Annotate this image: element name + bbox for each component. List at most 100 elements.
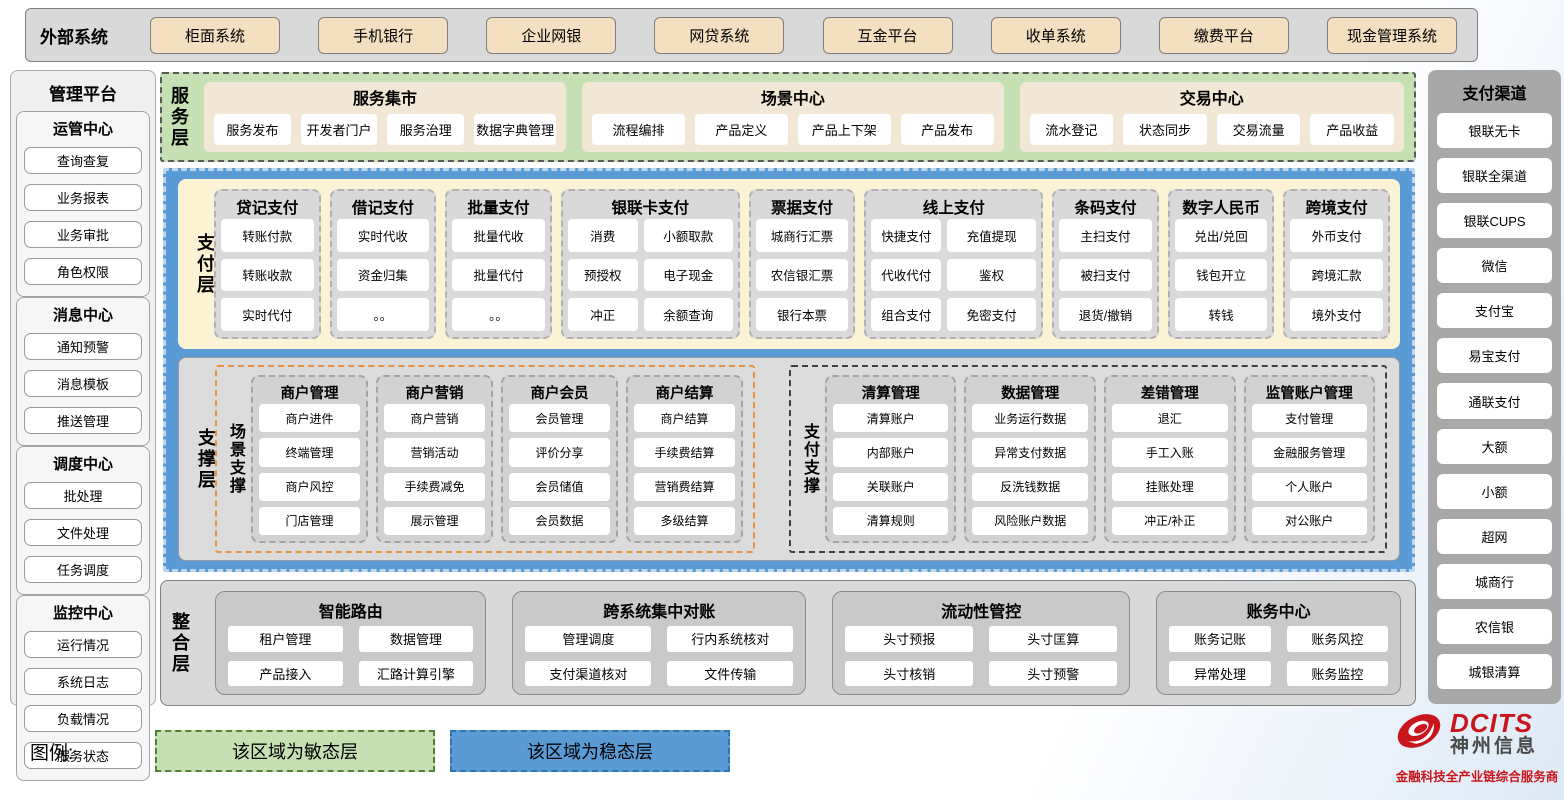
integration-module-chip: 行内系统核对	[667, 626, 794, 652]
external-system-chip: 现金管理系统	[1326, 16, 1457, 54]
mgmt-section-title: 运管中心	[52, 121, 113, 138]
payment-channel-chip: 大额	[1437, 428, 1552, 464]
external-system-chip: 收单系统	[990, 16, 1121, 54]
payment-module-chip: 代收代付	[871, 258, 942, 292]
payment-column-title: 借记支付	[351, 200, 414, 217]
support-module-chip: 对公账户	[1251, 506, 1368, 535]
payment-module-chip: 批量代收	[452, 219, 545, 252]
support-module-chip: 评价分享	[509, 438, 610, 467]
service-module-chip: 开发者门户	[300, 114, 378, 145]
support-module-chip: 营销活动	[384, 438, 485, 467]
payment-channel-chip: 小额	[1437, 473, 1552, 509]
payment-column: 跨境支付外币支付跨境汇款境外支付	[1283, 189, 1390, 339]
support-module-chip: 个人账户	[1251, 472, 1368, 501]
support-module-chip: 会员数据	[509, 506, 610, 535]
integration-group: 智能路由租户管理数据管理产品接入汇路计算引擎	[215, 591, 487, 695]
payment-module-chip: 主扫支付	[1059, 219, 1152, 252]
integration-module-chip: 文件传输	[667, 660, 794, 686]
integration-module-chip: 账务记账	[1169, 626, 1271, 652]
integration-group-title: 账务中心	[1246, 604, 1311, 621]
mgmt-section[interactable]: 运管中心查询查复业务报表业务审批角色权限	[16, 111, 150, 297]
mgmt-module-chip: 文件处理	[24, 519, 142, 546]
support-column-items: 业务运行数据异常支付数据反洗钱数据风险账户数据	[972, 404, 1088, 535]
support-module-chip: 反洗钱数据	[972, 472, 1088, 501]
service-module-chip: 产品收益	[1310, 114, 1394, 145]
support-module-chip: 商户结算	[634, 404, 735, 433]
integration-group-items: 管理调度行内系统核对支付渠道核对文件传输	[525, 626, 794, 686]
payment-column: 票据支付城商行汇票农信银汇票银行本票	[748, 189, 856, 339]
external-system-chip: 柜面系统	[150, 16, 280, 54]
mgmt-module-chip: 通知预警	[24, 333, 142, 360]
payment-column-title: 条码支付	[1074, 200, 1137, 217]
support-groups: 场景支撑商户管理商户进件终端管理商户风控门店管理商户营销商户营销营销活动手续费减…	[215, 365, 1393, 553]
support-column: 差错管理退汇手工入账挂账处理冲正/补正	[1104, 375, 1236, 543]
payment-module-chip: 退货/撤销	[1059, 298, 1152, 331]
service-module-chip: 服务发布	[214, 114, 291, 145]
support-column-items: 商户结算手续费结算营销费结算多级结算	[634, 404, 735, 535]
payment-layer-label: 支付层	[195, 232, 215, 296]
payment-channel-chip: 微信	[1437, 248, 1552, 284]
integration-module-chip: 租户管理	[228, 626, 343, 652]
payment-module-chip: 钱包开立	[1174, 258, 1268, 292]
payment-module-chip: 充值提现	[947, 219, 1037, 252]
support-module-chip: 冲正/补正	[1112, 506, 1228, 535]
integration-module-chip: 头寸预报	[845, 626, 974, 652]
service-module-chip: 状态同步	[1123, 114, 1207, 145]
support-module-chip: 手工入账	[1112, 438, 1228, 467]
mgmt-module-chip: 业务审批	[24, 221, 142, 248]
mgmt-section[interactable]: 消息中心通知预警消息模板推送管理	[16, 297, 150, 446]
mgmt-module-chip: 负载情况	[24, 705, 142, 732]
payment-column-title: 数字人民币	[1182, 200, 1260, 217]
payment-module-chip: 外币支付	[1290, 219, 1383, 252]
service-group: 服务集市服务发布开发者门户服务治理数据字典管理	[204, 82, 567, 152]
payment-channel-chip: 支付宝	[1437, 293, 1552, 329]
payment-column-title: 跨境支付	[1305, 200, 1368, 217]
support-module-chip: 展示管理	[384, 506, 485, 535]
logo-company-name: 神州信息	[1450, 736, 1539, 758]
service-group: 场景中心流程编排产品定义产品上下架产品发布	[582, 82, 1004, 152]
integration-module-chip: 管理调度	[525, 626, 652, 652]
support-group-label: 场景支撑	[227, 423, 244, 495]
mgmt-section-title: 调度中心	[52, 456, 113, 473]
payment-channels-title: 支付渠道	[1462, 86, 1527, 103]
service-group-items: 流水登记状态同步交易流量产品收益	[1029, 114, 1394, 145]
integration-module-chip: 异常处理	[1169, 660, 1271, 686]
payment-module-chip: 跨境汇款	[1290, 258, 1383, 292]
payment-module-chip: 电子现金	[643, 258, 733, 292]
support-group: 支付支撑清算管理清算账户内部账户关联账户清算规则数据管理业务运行数据异常支付数据…	[788, 365, 1387, 553]
payment-module-chip: 实时代付	[221, 298, 314, 331]
support-column-items: 会员管理评价分享会员储值会员数据	[509, 404, 610, 535]
payment-module-chip: 转钱	[1174, 298, 1268, 331]
payment-module-chip: 免密支付	[947, 298, 1037, 331]
company-logo: DCITS 神州信息 金融科技全产业链综合服务商	[1392, 704, 1562, 785]
support-column-title: 商户营销	[405, 386, 464, 402]
payment-column-title: 批量支付	[467, 200, 530, 217]
payment-module-chip: 组合支付	[871, 298, 942, 331]
external-systems-bar: 外部系统 柜面系统手机银行企业网银网贷系统互金平台收单系统缴费平台现金管理系统	[25, 8, 1478, 62]
mgmt-module-chip: 查询查复	[24, 147, 142, 174]
support-module-chip: 关联账户	[832, 472, 949, 501]
support-module-chip: 挂账处理	[1112, 472, 1228, 501]
external-system-chip: 互金平台	[822, 16, 953, 54]
support-module-chip: 清算账户	[832, 404, 949, 433]
legend-item: 该区域为敏态层	[155, 730, 435, 772]
payment-column-items: 消费小额取款预授权电子现金冲正余额查询	[567, 219, 733, 331]
service-group-title: 服务集市	[353, 91, 418, 108]
service-layer-label: 服务层	[169, 85, 189, 149]
payment-column-items: 外币支付跨境汇款境外支付	[1290, 219, 1383, 331]
payment-channel-chip: 易宝支付	[1437, 338, 1552, 374]
payment-module-chip: 银行本票	[755, 298, 849, 331]
mgmt-section[interactable]: 监控中心运行情况系统日志负载情况服务状态	[16, 595, 150, 781]
payment-columns: 贷记支付转账付款转账收款实时代付借记支付实时代收资金归集。。批量支付批量代收批量…	[214, 189, 1394, 339]
integration-module-chip: 汇路计算引擎	[358, 660, 474, 686]
payment-module-chip: 被扫支付	[1059, 258, 1152, 292]
mgmt-module-chip: 消息模板	[24, 370, 142, 397]
support-module-chip: 风险账户数据	[972, 506, 1088, 535]
payment-module-chip: 消费	[567, 219, 638, 252]
payment-column: 条码支付主扫支付被扫支付退货/撤销	[1052, 189, 1159, 339]
payment-column-items: 城商行汇票农信银汇票银行本票	[755, 219, 849, 331]
mgmt-module-chip: 角色权限	[24, 258, 142, 285]
integration-module-chip: 产品接入	[228, 660, 343, 686]
service-module-chip: 产品定义	[694, 114, 788, 145]
mgmt-section[interactable]: 调度中心批处理文件处理任务调度	[16, 446, 150, 595]
